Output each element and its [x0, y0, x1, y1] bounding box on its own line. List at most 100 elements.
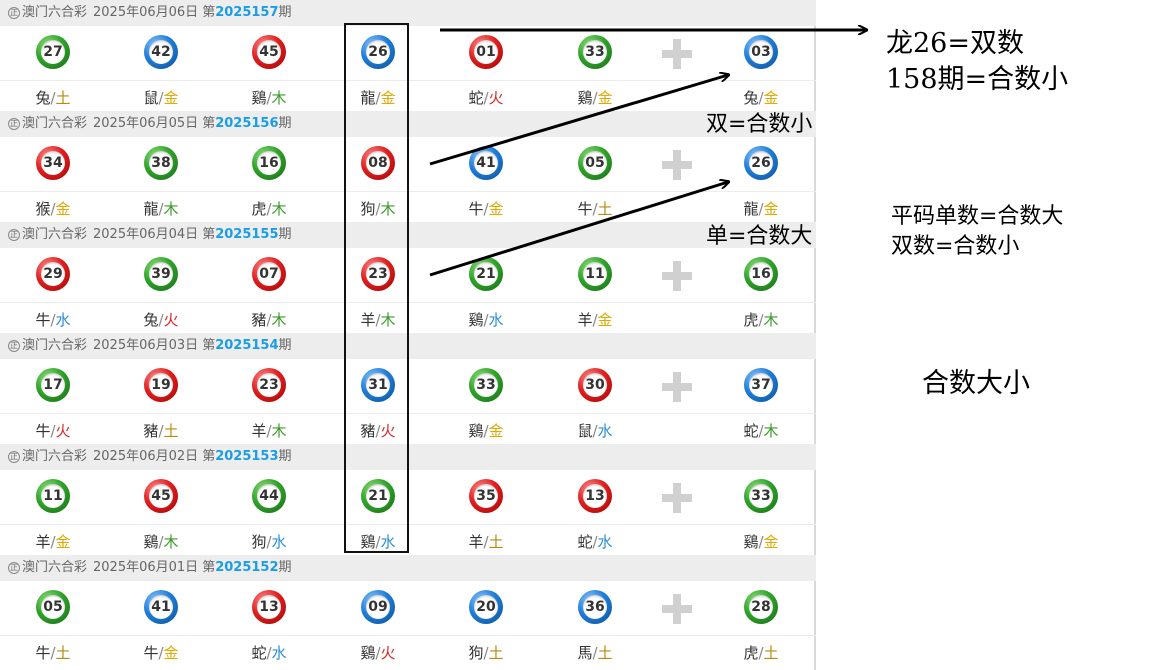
note-dragon-26-line2: 158期=合数小 [886, 64, 1069, 95]
zodiac: 鼠 [143, 89, 159, 107]
zodiac: 狗 [251, 533, 267, 551]
number-ball: 19 [144, 368, 178, 402]
element: 土 [763, 644, 779, 662]
ball-number: 11 [41, 484, 65, 508]
zodiac: 龍 [143, 200, 159, 218]
number-ball: 05 [36, 590, 70, 624]
zodiac: 馬 [577, 644, 593, 662]
zodiac: 狗 [360, 200, 376, 218]
zodiac-element-label: 羊/土 [456, 531, 516, 552]
zodiac-element-label: 龍/金 [348, 87, 408, 108]
issue-suffix: 期 [278, 227, 292, 242]
issue-number: 2025152 [215, 560, 279, 575]
zodiac-element-label: 蛇/火 [456, 87, 516, 108]
plus-icon [662, 39, 692, 69]
lottery-logo-icon: 正 [8, 7, 20, 19]
zodiac-row: 牛/土牛/金蛇/水鷄/火狗/土馬/土虎/土 [0, 636, 816, 666]
ball-number: 33 [474, 373, 498, 397]
number-ball: 29 [36, 257, 70, 291]
issue-suffix: 期 [278, 5, 292, 20]
separator: / [375, 644, 381, 662]
draw-date: 2025年06月03日 [93, 338, 199, 353]
separator: / [158, 89, 164, 107]
draw-date: 2025年06月05日 [93, 116, 199, 131]
special-number-ball: 37 [744, 368, 778, 402]
zodiac: 牛 [577, 200, 593, 218]
ball-number: 34 [41, 151, 65, 175]
element: 水 [271, 533, 287, 551]
element: 水 [55, 311, 71, 329]
separator: / [50, 200, 56, 218]
zodiac-row: 猴/金龍/木虎/木狗/木牛/金牛/土龍/金 [0, 192, 816, 222]
note-dragon-26-line1: 龙26=双数 [886, 28, 1024, 59]
element: 火 [55, 422, 71, 440]
number-ball: 30 [578, 368, 612, 402]
element: 土 [55, 644, 71, 662]
ball-number: 17 [41, 373, 65, 397]
zodiac-element-label: 鷄/金 [565, 87, 625, 108]
zodiac: 龍 [743, 200, 759, 218]
zodiac-element-label: 豬/木 [239, 309, 299, 330]
zodiac-element-label: 虎/土 [731, 642, 791, 663]
element: 金 [55, 200, 71, 218]
separator: / [758, 422, 764, 440]
separator: / [375, 200, 381, 218]
zodiac-element-label: 羊/木 [239, 420, 299, 441]
ball-number: 19 [149, 373, 173, 397]
draw-date: 2025年06月06日 [93, 5, 199, 20]
element: 水 [597, 533, 613, 551]
zodiac: 蛇 [577, 533, 593, 551]
separator: / [758, 311, 764, 329]
separator: / [266, 422, 272, 440]
ball-number: 33 [749, 484, 773, 508]
zodiac-element-label: 龍/木 [131, 198, 191, 219]
element: 金 [597, 89, 613, 107]
issue-prefix: 第 [202, 227, 216, 242]
zodiac: 羊 [35, 533, 51, 551]
issue-number: 2025155 [215, 227, 279, 242]
zodiac-element-label: 兔/火 [131, 309, 191, 330]
issue-prefix: 第 [202, 5, 216, 20]
element: 木 [271, 200, 287, 218]
number-ball: 21 [469, 257, 503, 291]
issue-number: 2025153 [215, 449, 279, 464]
issue-number: 2025156 [215, 116, 279, 131]
element: 木 [763, 422, 779, 440]
number-ball: 39 [144, 257, 178, 291]
zodiac-element-label: 兔/土 [23, 87, 83, 108]
number-ball: 07 [252, 257, 286, 291]
element: 木 [763, 311, 779, 329]
separator: / [483, 533, 489, 551]
ball-number: 30 [583, 373, 607, 397]
zodiac: 鷄 [743, 533, 759, 551]
number-ball: 44 [252, 479, 286, 513]
zodiac-element-label: 蛇/水 [239, 642, 299, 663]
element: 木 [163, 200, 179, 218]
lottery-logo-icon: 正 [8, 451, 20, 463]
number-ball: 05 [578, 146, 612, 180]
number-ball: 41 [469, 146, 503, 180]
zodiac: 鷄 [143, 533, 159, 551]
zodiac: 鷄 [468, 311, 484, 329]
separator: / [483, 422, 489, 440]
zodiac-element-label: 蛇/水 [565, 531, 625, 552]
zodiac-element-label: 牛/火 [23, 420, 83, 441]
draw-date: 2025年06月04日 [93, 227, 199, 242]
separator: / [758, 89, 764, 107]
zodiac-element-label: 馬/土 [565, 642, 625, 663]
zodiac-element-label: 狗/水 [239, 531, 299, 552]
zodiac-element-label: 鷄/金 [456, 420, 516, 441]
number-ball: 35 [469, 479, 503, 513]
element: 金 [763, 200, 779, 218]
separator: / [375, 422, 381, 440]
special-number-ball: 33 [744, 479, 778, 513]
zodiac: 鷄 [468, 422, 484, 440]
draw-date: 2025年06月02日 [93, 449, 199, 464]
